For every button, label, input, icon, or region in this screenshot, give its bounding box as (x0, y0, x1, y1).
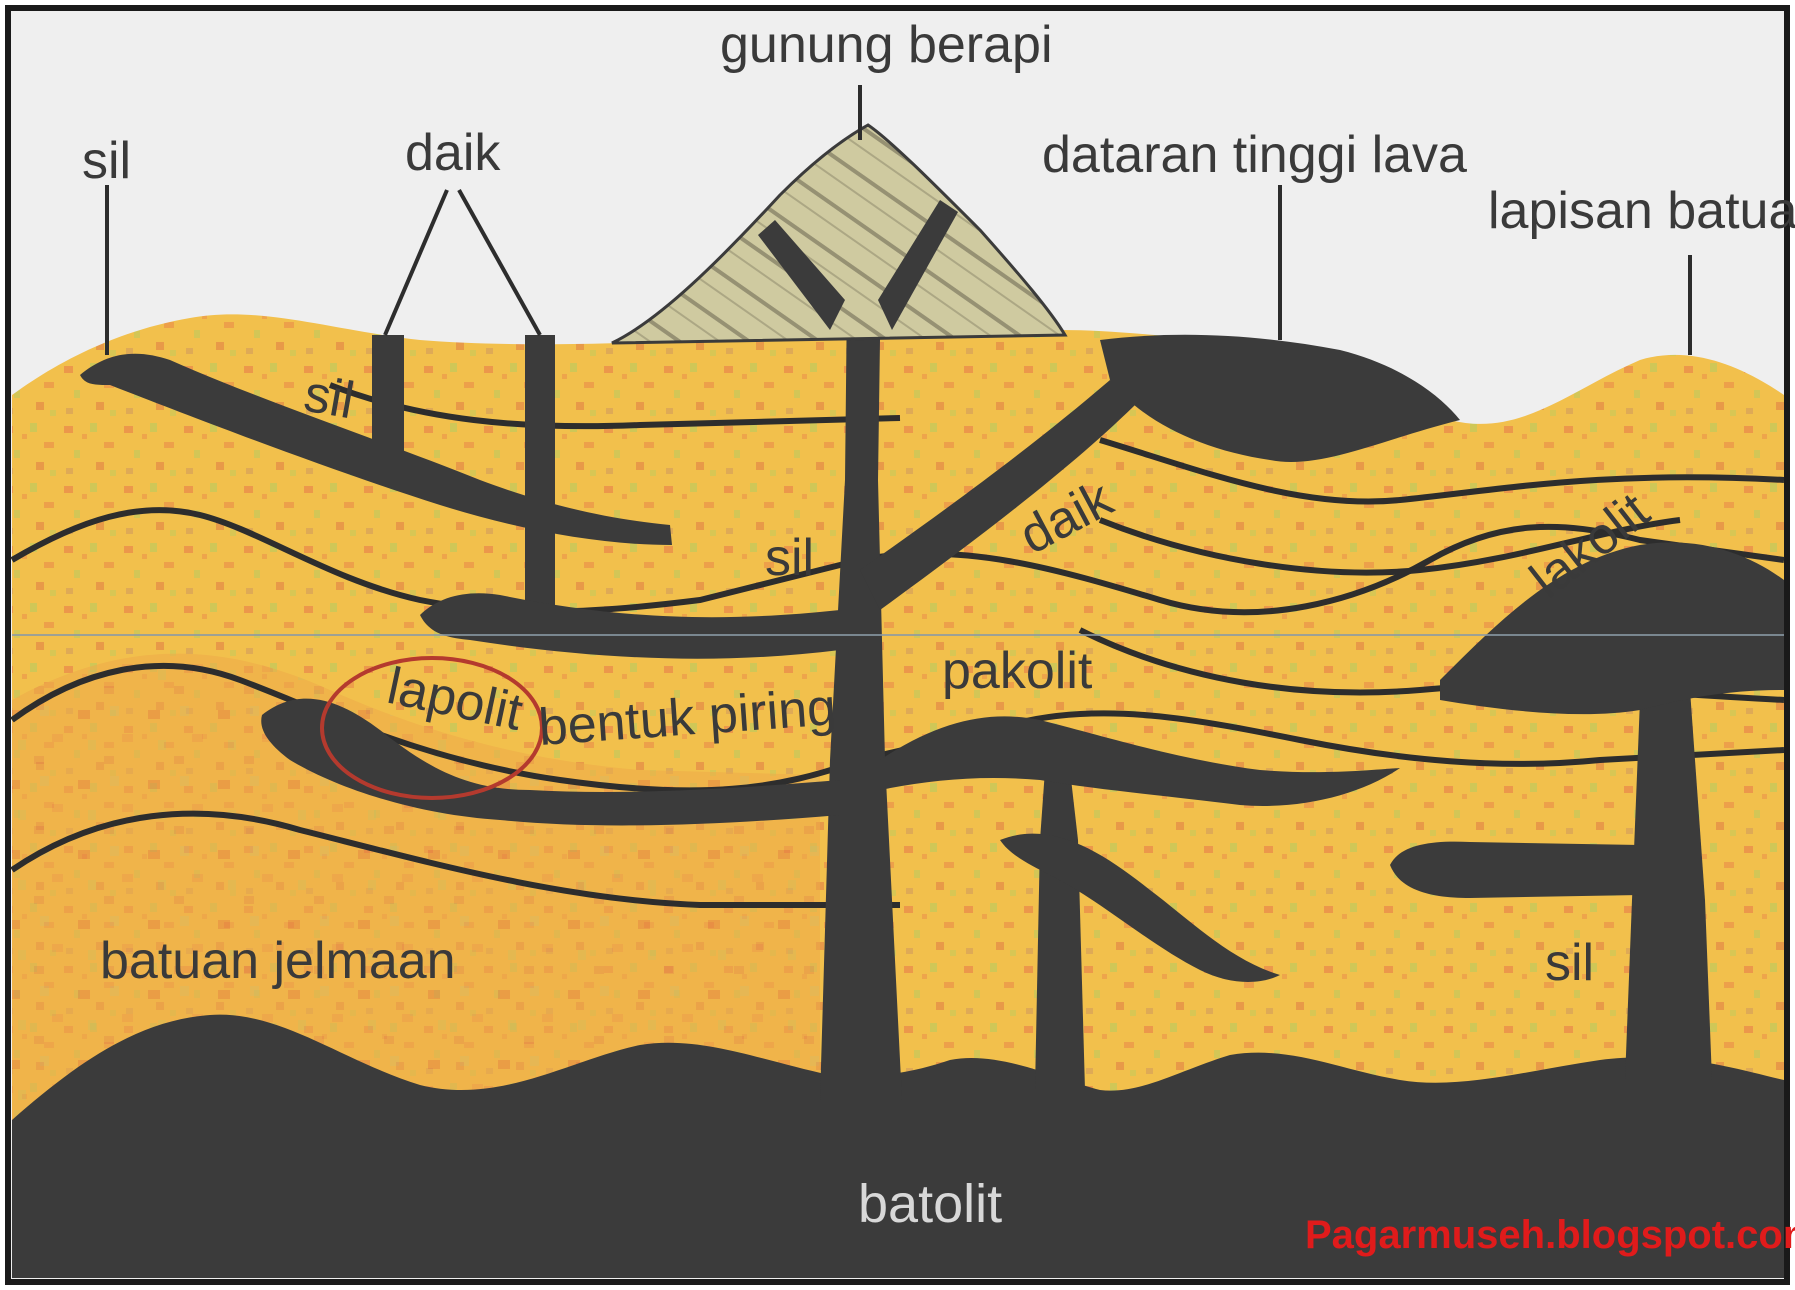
label-sil-lower-right: sil (1545, 934, 1594, 992)
label-lapisan-batuan: lapisan batuan (1488, 182, 1795, 240)
dike-left-2 (525, 335, 555, 645)
label-batolit: batolit (858, 1174, 1002, 1234)
label-gunung-berapi: gunung berapi (720, 16, 1053, 74)
right-sil (1390, 842, 1640, 898)
label-daik-top: daik (405, 124, 501, 182)
label-pakolit: pakolit (942, 642, 1093, 700)
label-sil-inner-left: sil (300, 365, 358, 431)
label-dataran-tinggi-lava: dataran tinggi lava (1042, 126, 1467, 184)
label-sil-top: sil (82, 132, 131, 190)
label-sil-middle: sil (765, 529, 814, 587)
dike-left-1 (372, 335, 404, 480)
watermark: Pagarmuseh.blogspot.com (1305, 1213, 1795, 1257)
label-batuan-jelmaan: batuan jelmaan (100, 932, 456, 990)
